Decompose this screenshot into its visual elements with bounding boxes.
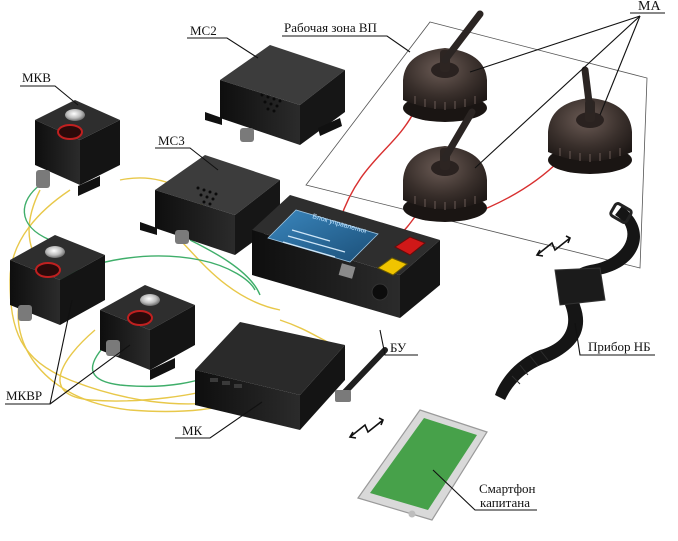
ma-device-2 xyxy=(403,108,487,222)
captain-smartphone xyxy=(357,409,488,521)
mk-device xyxy=(195,322,388,430)
label-nb-device: Прибор НБ xyxy=(588,339,651,354)
control-unit-yellow-button xyxy=(377,257,408,276)
ma-device-3 xyxy=(548,66,632,174)
mkvr-device-2 xyxy=(100,285,195,380)
label-bu: БУ xyxy=(390,340,407,355)
wireless-signal-icon-2 xyxy=(348,417,385,439)
label-mk: МК xyxy=(182,423,203,438)
label-work-zone: Рабочая зона ВП xyxy=(284,20,377,35)
label-mkvr: МКВР xyxy=(6,388,42,403)
mc2-device xyxy=(205,45,345,145)
label-mc2: МС2 xyxy=(190,23,217,38)
label-smartphone-line1: Смартфон xyxy=(479,481,536,496)
work-zone-plane xyxy=(305,21,648,269)
mkvr-device-1 xyxy=(10,235,105,325)
smartphone-screen xyxy=(370,418,477,510)
mc3-device xyxy=(140,155,280,255)
control-unit-red-button xyxy=(394,236,426,256)
control-unit: Блок управления xyxy=(252,195,440,318)
wireless-signal-icon xyxy=(535,235,572,257)
label-smartphone-line2: капитана xyxy=(480,495,530,510)
ma-device-1 xyxy=(403,10,487,122)
control-unit-knob xyxy=(371,283,389,301)
leader-lines xyxy=(5,12,665,511)
mkv-device xyxy=(35,100,120,196)
label-mc3: МС3 xyxy=(158,133,185,148)
label-ma: МА xyxy=(638,0,661,14)
nb-bracelet-device xyxy=(495,202,640,400)
label-mkv: МКВ xyxy=(22,70,51,85)
